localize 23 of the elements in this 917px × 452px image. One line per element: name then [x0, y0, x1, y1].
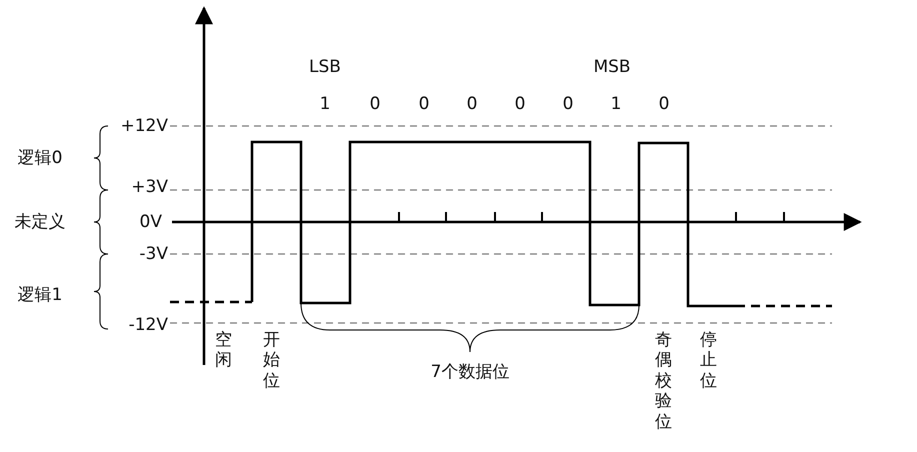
voltage-label: 0V — [140, 212, 162, 232]
bit-value: 1 — [610, 94, 622, 114]
bit-value: 0 — [514, 94, 526, 114]
bit-order-label: LSB — [309, 58, 341, 76]
logic-level-label: 逻辑0 — [18, 148, 62, 168]
bit-value: 0 — [466, 94, 478, 114]
bit-value: 0 — [370, 94, 380, 114]
bit-value: 0 — [658, 94, 670, 114]
voltage-label: -12V — [128, 316, 168, 334]
bit-value: 1 — [320, 94, 330, 114]
bit-value: 0 — [562, 94, 574, 114]
frame-part-label: 7个数据位 — [430, 362, 510, 382]
voltage-label: +3V — [131, 178, 168, 196]
frame-part-label: 停止位 — [700, 330, 717, 392]
bit-order-label: MSB — [593, 58, 631, 76]
voltage-label: +12V — [120, 116, 168, 136]
logic-level-label: 未定义 — [14, 212, 66, 232]
frame-part-label: 空闲 — [215, 330, 232, 371]
frame-part-label: 开始位 — [263, 330, 280, 392]
voltage-label: -3V — [139, 244, 168, 264]
frame-part-label: 奇偶校验位 — [655, 330, 672, 432]
logic-level-label: 逻辑1 — [18, 286, 62, 304]
bit-value: 0 — [418, 94, 430, 114]
